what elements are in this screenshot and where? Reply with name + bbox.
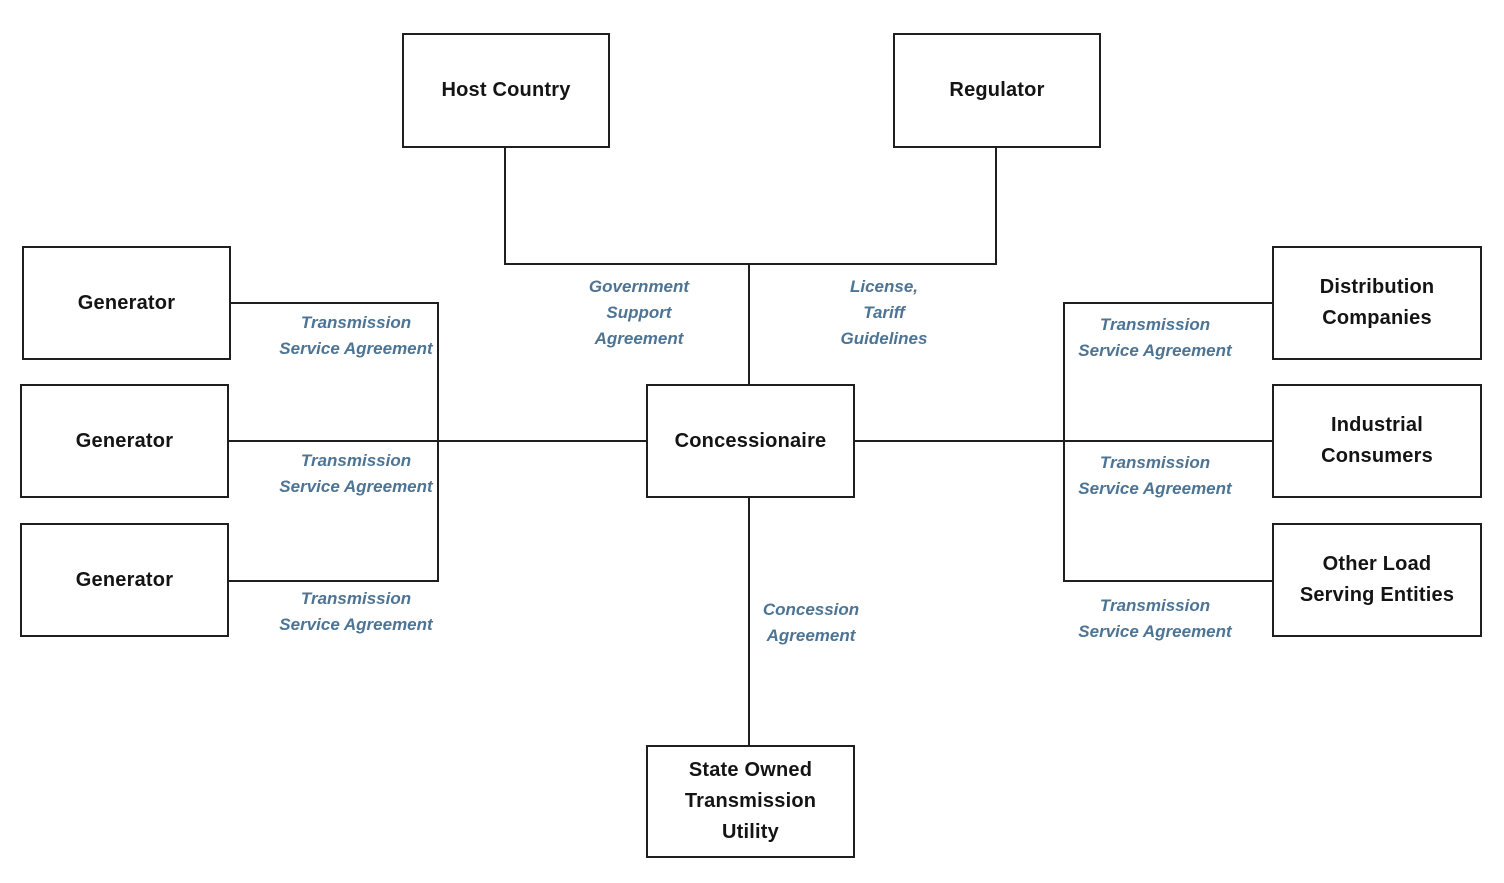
node-distribution-companies-label: Distribution Companies bbox=[1319, 276, 1435, 329]
edge-label-tsa-industrial: Transmission Service Agreement bbox=[1078, 453, 1232, 498]
connector-concessionaire-to-utility bbox=[748, 498, 750, 745]
node-generator-1: Generator bbox=[22, 246, 231, 360]
edge-label-tsa-generator-1: Transmission Service Agreement bbox=[279, 313, 433, 358]
edge-label-tsa-generator-2: Transmission Service Agreement bbox=[279, 451, 433, 496]
node-host-country: Host Country bbox=[402, 33, 610, 148]
node-distribution-companies: Distribution Companies bbox=[1272, 246, 1482, 360]
edge-label-tsa-other-load: Transmission Service Agreement bbox=[1078, 596, 1232, 641]
connector-left-bracket-vertical bbox=[437, 302, 439, 582]
node-state-owned-transmission-utility: State Owned Transmission Utility bbox=[646, 745, 855, 858]
connector-top-horizontal bbox=[504, 263, 997, 265]
node-concessionaire-label: Concessionaire bbox=[674, 429, 827, 452]
connector-distribution-horizontal bbox=[1063, 302, 1273, 304]
node-concessionaire: Concessionaire bbox=[646, 384, 855, 498]
connector-generator3-horizontal bbox=[228, 580, 439, 582]
connector-generator1-horizontal bbox=[230, 302, 439, 304]
connector-other-load-horizontal bbox=[1063, 580, 1273, 582]
connector-top-to-concessionaire bbox=[748, 263, 750, 385]
node-generator-2: Generator bbox=[20, 384, 229, 498]
node-other-load-serving-entities-label: Other Load Serving Entities bbox=[1299, 553, 1455, 606]
node-industrial-consumers-label: Industrial Consumers bbox=[1321, 414, 1433, 467]
node-host-country-label: Host Country bbox=[441, 79, 571, 101]
node-industrial-consumers: Industrial Consumers bbox=[1272, 384, 1482, 498]
node-generator-1-label: Generator bbox=[77, 291, 176, 314]
connector-host-country-stem bbox=[504, 148, 506, 265]
connector-right-bracket-vertical bbox=[1063, 302, 1065, 582]
node-regulator: Regulator bbox=[893, 33, 1101, 148]
edge-label-tsa-distribution: Transmission Service Agreement bbox=[1078, 315, 1232, 360]
edge-label-tsa-generator-3: Transmission Service Agreement bbox=[279, 589, 433, 634]
node-generator-3-label: Generator bbox=[75, 568, 174, 591]
edge-label-concession-agreement: Concession Agreement bbox=[762, 600, 860, 645]
edge-label-license-tariff-guidelines: License, Tariff Guidelines bbox=[840, 277, 928, 348]
node-regulator-label: Regulator bbox=[949, 79, 1045, 101]
connector-regulator-stem bbox=[995, 148, 997, 265]
node-state-owned-transmission-utility-label: State Owned Transmission Utility bbox=[684, 759, 817, 843]
node-generator-3: Generator bbox=[20, 523, 229, 637]
edge-label-government-support-agreement: Government Support Agreement bbox=[588, 277, 690, 348]
node-generator-2-label: Generator bbox=[75, 429, 174, 452]
node-other-load-serving-entities: Other Load Serving Entities bbox=[1272, 523, 1482, 637]
